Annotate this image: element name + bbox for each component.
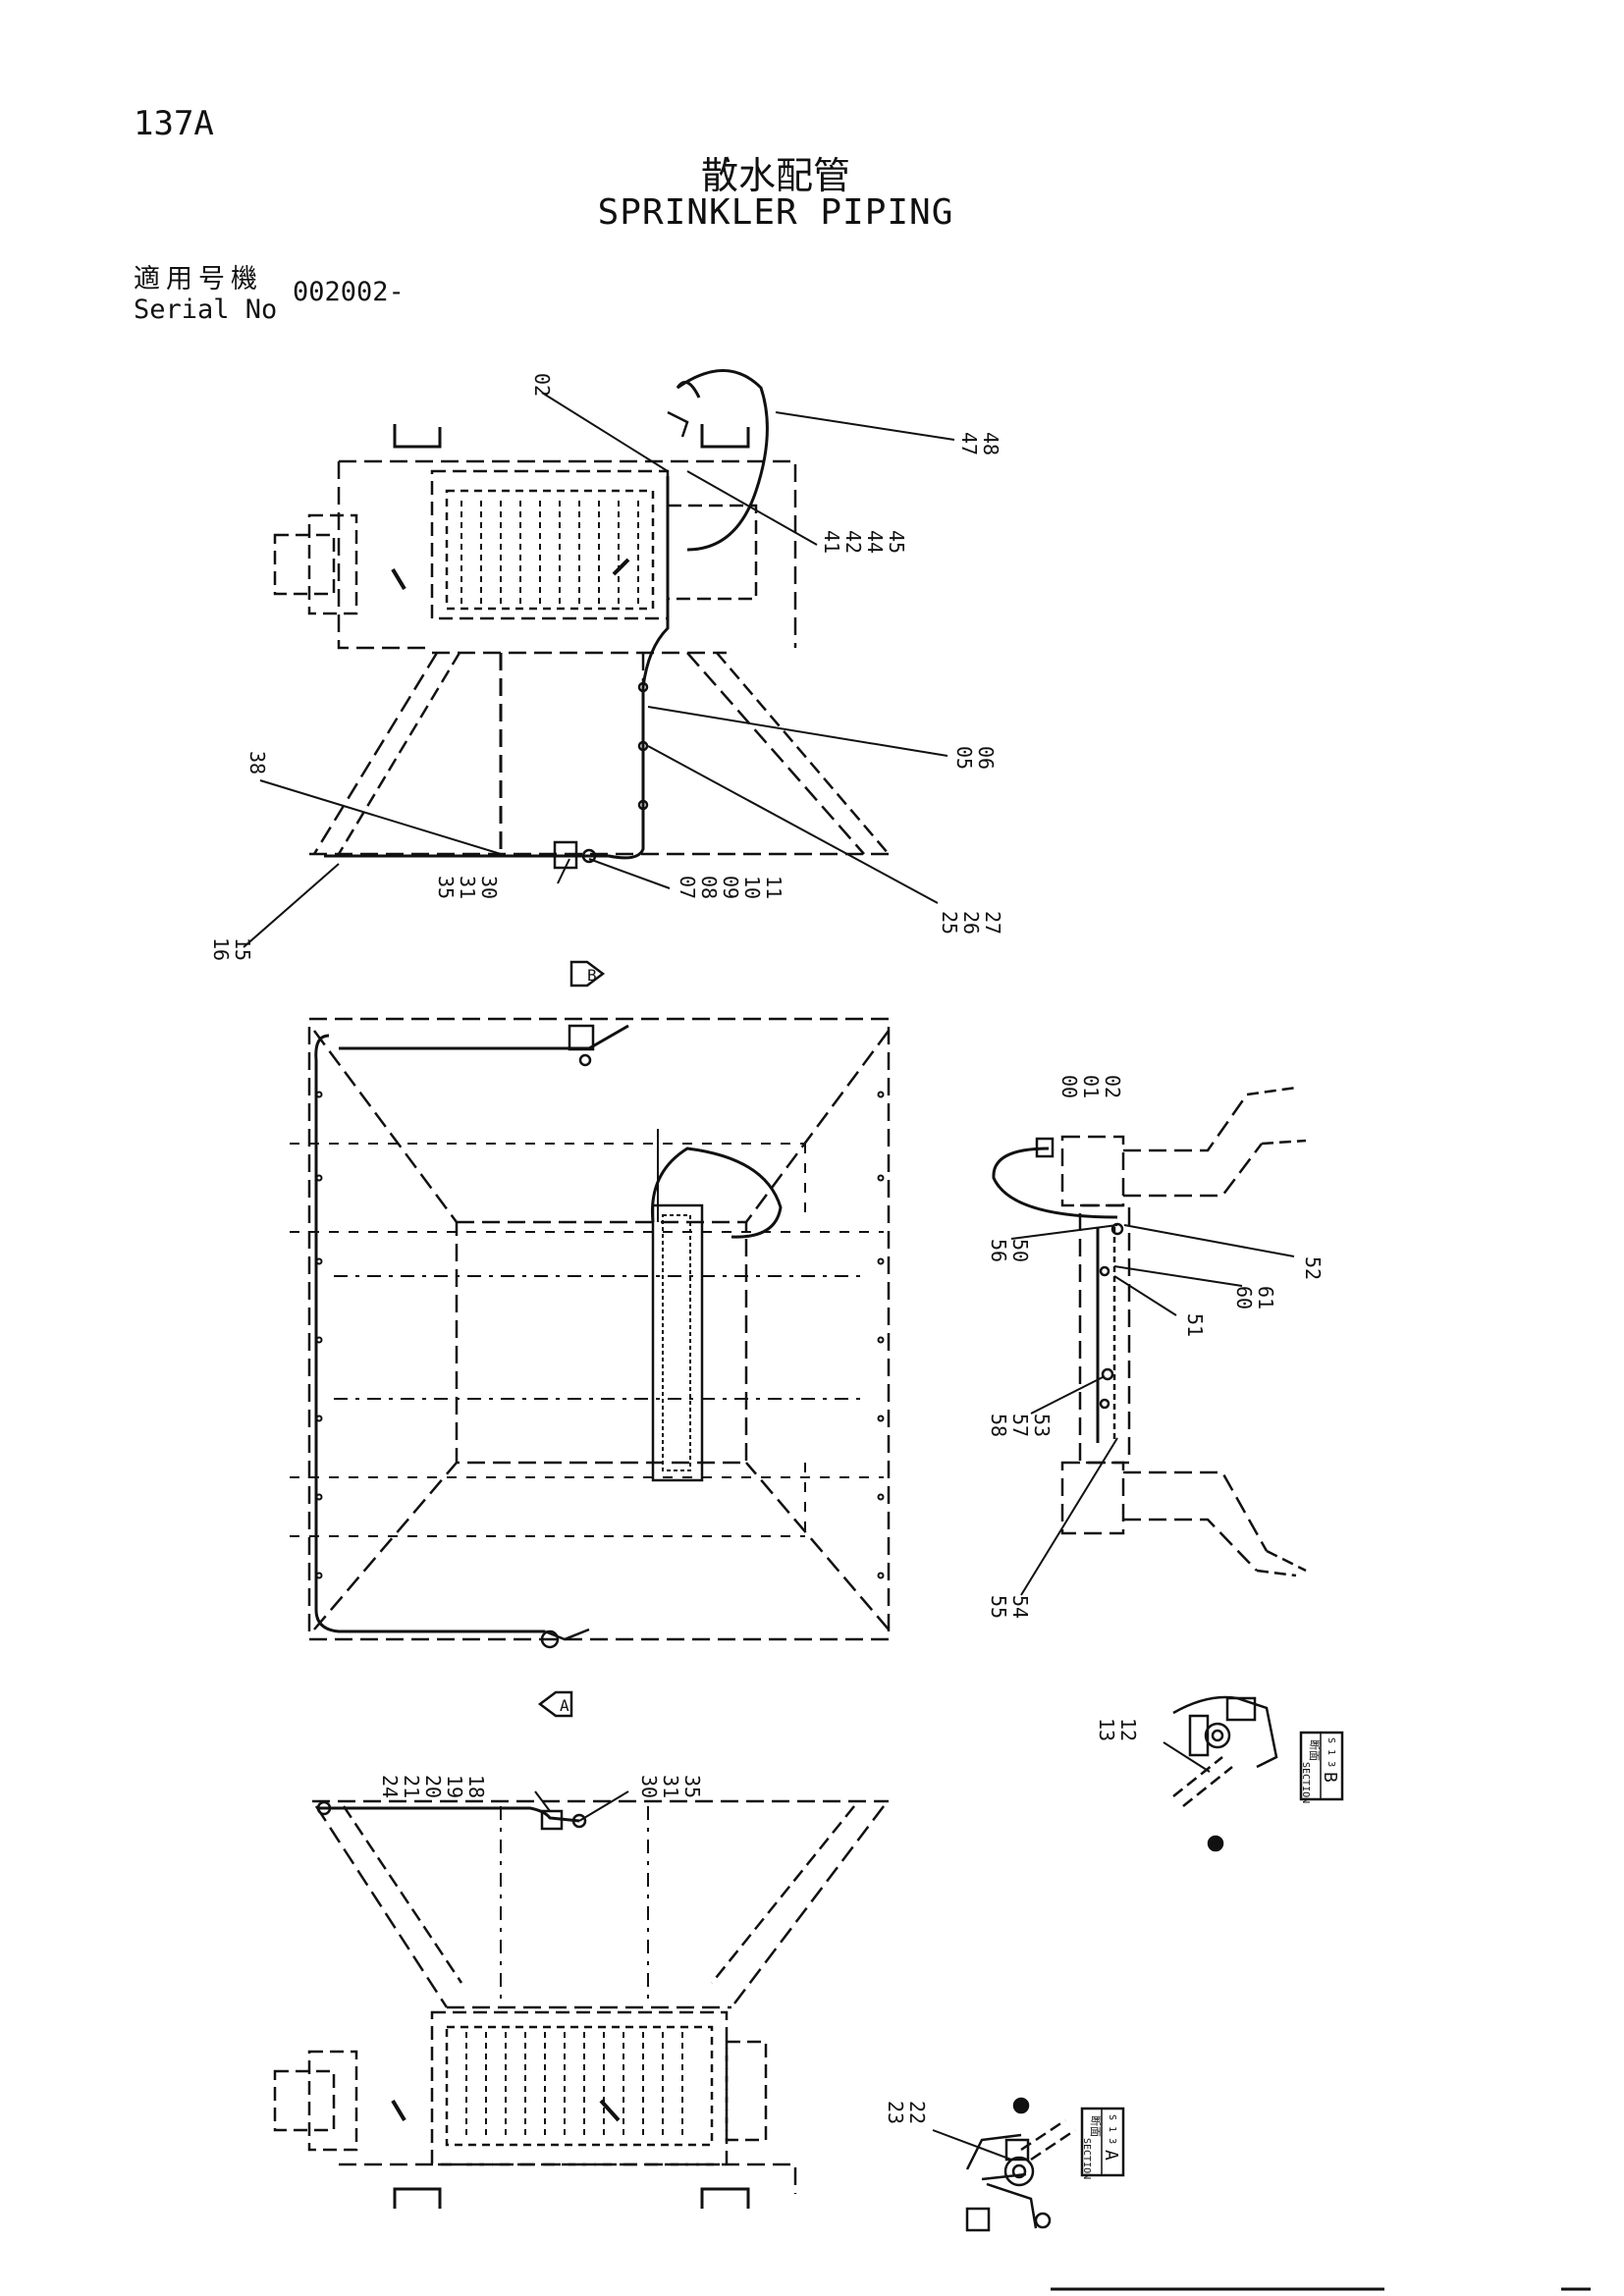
callout-24-18: 24 21 20 19 18 — [378, 1775, 488, 1798]
top-view — [243, 369, 955, 948]
callout-05-06: 05 06 — [952, 746, 998, 770]
side-view-callouts: 00 01 02 56 50 52 60 61 51 58 57 53 55 5… — [987, 1075, 1325, 1619]
view-arrow-b: B — [569, 960, 606, 988]
svg-text:26: 26 — [959, 911, 983, 934]
svg-text:13: 13 — [1095, 1718, 1118, 1741]
svg-text:15: 15 — [231, 937, 254, 961]
top-view-callouts: 02 47 48 41 42 44 45 05 06 38 35 31 30 0… — [209, 373, 1004, 961]
bottom-view-callouts: 24 21 20 19 18 30 31 35 — [378, 1775, 704, 1798]
svg-text:31: 31 — [659, 1775, 682, 1798]
svg-text:11: 11 — [762, 876, 785, 899]
callout-58-53: 58 57 53 — [987, 1414, 1054, 1437]
svg-text:06: 06 — [974, 746, 998, 770]
svg-text:00: 00 — [1057, 1075, 1081, 1098]
section-a-detail: 断面 SECTION A S 1 3 — [932, 2097, 1125, 2232]
section-a-letter: A — [1101, 2150, 1121, 2161]
title-japanese: 散水配管 — [700, 154, 850, 197]
leader-lines — [243, 392, 955, 948]
svg-text:A: A — [560, 1696, 569, 1715]
svg-text:24: 24 — [378, 1775, 402, 1798]
callout-25-27: 25 26 27 — [938, 911, 1004, 934]
svg-text:44: 44 — [863, 530, 887, 554]
side-view — [992, 1086, 1307, 1596]
svg-text:60: 60 — [1232, 1286, 1256, 1309]
section-a-jp: 断面 — [1089, 2115, 1103, 2137]
callout-16-15: 16 15 — [209, 937, 254, 961]
middle-plan-view — [290, 1017, 891, 1649]
view-arrow-a: A — [537, 1690, 573, 1718]
svg-text:20: 20 — [421, 1775, 445, 1798]
svg-text:19: 19 — [443, 1775, 466, 1798]
svg-text:47: 47 — [957, 432, 981, 455]
section-a-ref: S 1 3 — [1107, 2114, 1117, 2144]
callout-38: 38 — [245, 751, 269, 774]
svg-text:50: 50 — [1008, 1239, 1032, 1262]
callout-47-48: 47 48 — [957, 432, 1002, 455]
section-a-callouts: 23 22 — [884, 2101, 929, 2124]
svg-text:12: 12 — [1116, 1718, 1140, 1741]
svg-text:58: 58 — [987, 1414, 1010, 1437]
page-number: 137A — [134, 104, 214, 143]
svg-text:31: 31 — [456, 876, 479, 899]
callout-07-11: 07 08 09 10 11 — [676, 876, 785, 899]
svg-text:23: 23 — [884, 2101, 907, 2124]
svg-text:18: 18 — [464, 1775, 488, 1798]
serial-label-japanese: 適用号機 — [134, 264, 263, 294]
svg-text:42: 42 — [841, 530, 865, 554]
svg-text:61: 61 — [1254, 1286, 1277, 1309]
svg-text:10: 10 — [740, 876, 764, 899]
svg-text:45: 45 — [885, 530, 908, 554]
svg-text:41: 41 — [820, 530, 843, 554]
section-b-en: SECTION — [1300, 1762, 1311, 1803]
svg-text:27: 27 — [981, 911, 1004, 934]
callout-02: 02 — [530, 373, 554, 397]
svg-text:30: 30 — [637, 1775, 661, 1798]
svg-text:05: 05 — [952, 746, 976, 770]
svg-text:21: 21 — [400, 1775, 423, 1798]
callout-35-30: 35 31 30 — [434, 876, 501, 899]
section-b-letter: B — [1320, 1772, 1340, 1783]
svg-text:48: 48 — [979, 432, 1002, 455]
title-english: SPRINKLER PIPING — [597, 192, 954, 233]
callout-41-45: 41 42 44 45 — [820, 530, 908, 554]
section-b-ref: S 1 3 — [1326, 1737, 1336, 1767]
svg-text:09: 09 — [719, 876, 742, 899]
callout-56-50: 56 50 — [987, 1239, 1032, 1262]
section-b-callouts: 13 12 — [1095, 1718, 1140, 1741]
serial-label-english: Serial No — [134, 294, 278, 325]
callout-60-61: 60 61 — [1232, 1286, 1277, 1309]
radiator-fins — [460, 501, 639, 604]
svg-text:01: 01 — [1079, 1075, 1103, 1098]
section-a-en: SECTION — [1081, 2138, 1092, 2179]
serial-number-value: 002002- — [293, 277, 405, 307]
svg-text:08: 08 — [697, 876, 721, 899]
callout-30-35-bottom: 30 31 35 — [637, 1775, 704, 1798]
svg-text:57: 57 — [1008, 1414, 1032, 1437]
section-b-jp: 断面 — [1308, 1739, 1322, 1761]
svg-text:16: 16 — [209, 937, 233, 961]
callout-51: 51 — [1183, 1313, 1207, 1337]
svg-text:56: 56 — [987, 1239, 1010, 1262]
svg-text:B: B — [587, 966, 597, 985]
svg-text:53: 53 — [1030, 1414, 1054, 1437]
svg-text:02: 02 — [1101, 1075, 1124, 1098]
svg-text:30: 30 — [477, 876, 501, 899]
svg-text:55: 55 — [987, 1595, 1010, 1619]
bottom-view — [273, 1790, 889, 2209]
svg-text:35: 35 — [434, 876, 458, 899]
section-b-detail: 断面 SECTION B S 1 3 — [1163, 1695, 1344, 1852]
svg-text:07: 07 — [676, 876, 699, 899]
svg-text:35: 35 — [680, 1775, 704, 1798]
svg-text:22: 22 — [905, 2101, 929, 2124]
callout-52: 52 — [1301, 1256, 1325, 1280]
callout-55-54: 55 54 — [987, 1595, 1032, 1619]
callout-00-02: 00 01 02 — [1057, 1075, 1124, 1098]
svg-text:54: 54 — [1008, 1595, 1032, 1619]
svg-text:25: 25 — [938, 911, 961, 934]
